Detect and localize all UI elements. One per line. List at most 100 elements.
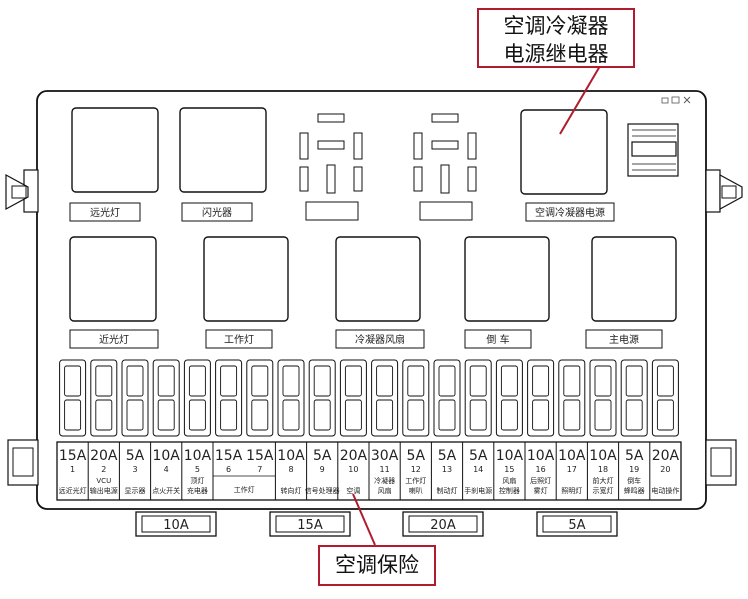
relay-mid-3 <box>335 236 421 322</box>
fuse-num-8: 8 <box>288 465 293 474</box>
fuse-num-1: 1 <box>70 465 75 474</box>
mini-relay-socket-1 <box>299 113 363 221</box>
right-wing-nut <box>705 169 743 213</box>
fuse-amp-18: 10A <box>589 448 617 464</box>
right-wing-nut-tab <box>705 169 721 213</box>
fuse-label-17: 照明灯 <box>561 486 582 495</box>
fuse-label-16-b: 雾灯 <box>534 486 548 495</box>
fuse-num-9: 9 <box>320 465 325 474</box>
fuse-holder-16 <box>527 359 555 437</box>
fuse-holder-10 <box>339 359 367 437</box>
fuse-holder-15 <box>495 359 523 437</box>
fuse-num-3: 3 <box>132 465 137 474</box>
relay-top-label-3: 空调冷凝器电源 <box>535 206 605 219</box>
fuse-amp-1: 15A <box>59 448 87 464</box>
fuse-num-6: 6 <box>226 465 231 474</box>
fuse-label-15-a: 风扇 <box>502 476 516 485</box>
fuse-num-15: 15 <box>504 465 514 474</box>
fuse-holder-2 <box>90 359 118 437</box>
fuse-amp-2: 20A <box>90 448 118 464</box>
fuse-label-10: 空调 <box>346 486 360 495</box>
fuse-num-20: 20 <box>660 465 670 474</box>
relay-top-2 <box>179 107 267 193</box>
fuse-label-16-a: 后照灯 <box>530 476 551 485</box>
relay-mid-label-box-3 <box>335 329 425 349</box>
fuse-amp-11: 30A <box>371 448 399 464</box>
spare-fuse-label-3: 20A <box>430 518 456 533</box>
relay-top-label-2: 闪光器 <box>202 206 232 219</box>
fuse-num-16: 16 <box>536 465 546 474</box>
relay-top-3 <box>520 109 608 195</box>
fuse-holder-3 <box>121 359 149 437</box>
right-plug-inner <box>710 447 732 477</box>
fuse-holder-7 <box>246 359 274 437</box>
fuse-label-14: 手刹电源 <box>464 486 492 495</box>
fuse-amp-17: 10A <box>558 448 586 464</box>
fuse-holder-6 <box>215 359 243 437</box>
fuse-label-2-a: VCU <box>96 477 111 485</box>
fuse-amp-8: 10A <box>277 448 305 464</box>
relay-mid-label-1: 近光灯 <box>99 333 129 346</box>
relay-top-label-1: 远光灯 <box>90 206 120 219</box>
relay-mid-label-5: 主电源 <box>609 333 639 346</box>
fuse-num-14: 14 <box>473 465 483 474</box>
fuse-amp-19: 5A <box>625 448 644 464</box>
relay-mid-2 <box>203 236 289 322</box>
fuse-label-11-b: 风扇 <box>378 486 392 495</box>
fuse-amp-13: 5A <box>438 448 457 464</box>
fuse-label-1: 远近光灯 <box>59 486 87 495</box>
fuse-label-12-a: 工作灯 <box>405 476 426 485</box>
callout-bottom-leader <box>352 493 376 546</box>
fuse-holder-18 <box>589 359 617 437</box>
left-wing-nut <box>5 169 39 213</box>
fuse-label-3: 显示器 <box>125 487 146 495</box>
spare-fuse-label-4: 5A <box>568 518 585 533</box>
fuse-amp-3: 5A <box>126 448 145 464</box>
fuse-label-18-a: 前大灯 <box>593 476 614 485</box>
fuse-num-17: 17 <box>567 465 577 474</box>
callout-ac-fuse: 空调保险 <box>318 545 436 586</box>
relay-mid-label-box-2 <box>205 329 273 349</box>
left-wing-nut-nut <box>11 185 27 199</box>
fuse-num-12: 12 <box>411 465 421 474</box>
fuse-label-5-b: 充电器 <box>187 486 208 495</box>
fuse-holder-13 <box>433 359 461 437</box>
left-plug-inner <box>12 447 34 477</box>
fuse-num-10: 10 <box>348 465 358 474</box>
fuse-num-18: 18 <box>598 465 608 474</box>
fuse-holder-20 <box>651 359 679 437</box>
relay-mid-1 <box>69 236 157 322</box>
fuse-amp-7: 15A <box>246 448 274 464</box>
fuse-amp-6: 15A <box>215 448 243 464</box>
callout-top-line2: 电源继电器 <box>503 42 609 66</box>
fuse-amp-5: 10A <box>184 448 212 464</box>
fuse-amp-14: 5A <box>469 448 488 464</box>
relay-top-label-box-1 <box>69 202 141 222</box>
fuse-holder-11 <box>371 359 399 437</box>
right-wing-nut-nut <box>721 185 737 199</box>
fuse-label-9: 信号处理器 <box>305 486 340 495</box>
fuse-label-2-b: 输出电源 <box>90 486 118 495</box>
fuse-holder-4 <box>152 359 180 437</box>
relay-mid-4 <box>464 236 550 322</box>
fuse-holder-8 <box>277 359 305 437</box>
right-connector-lines <box>632 129 676 171</box>
relay-top-label-box-2 <box>181 202 253 222</box>
spare-fuse-inner-4 <box>542 515 612 533</box>
fuse-label-4: 点火开关 <box>152 486 180 495</box>
fuse-label-19-b: 蜂鸣器 <box>624 486 645 495</box>
spare-fuse-inner-1 <box>141 515 211 533</box>
fuse-label-18-b: 示宽灯 <box>593 486 614 495</box>
window-min-icon <box>661 97 669 104</box>
right-connector-slot <box>631 141 677 157</box>
fuse-holder-19 <box>620 359 648 437</box>
relay-mid-5 <box>591 236 677 322</box>
fuse-label-15-b: 控制器 <box>499 486 520 495</box>
spare-fuse-label-1: 10A <box>163 518 189 533</box>
fuse-holder-12 <box>402 359 430 437</box>
fuse-num-13: 13 <box>442 465 452 474</box>
mini-relay-socket-2 <box>413 113 477 221</box>
callout-ac-condenser-relay: 空调冷凝器 电源继电器 <box>477 8 635 68</box>
fuse-amp-16: 10A <box>527 448 555 464</box>
